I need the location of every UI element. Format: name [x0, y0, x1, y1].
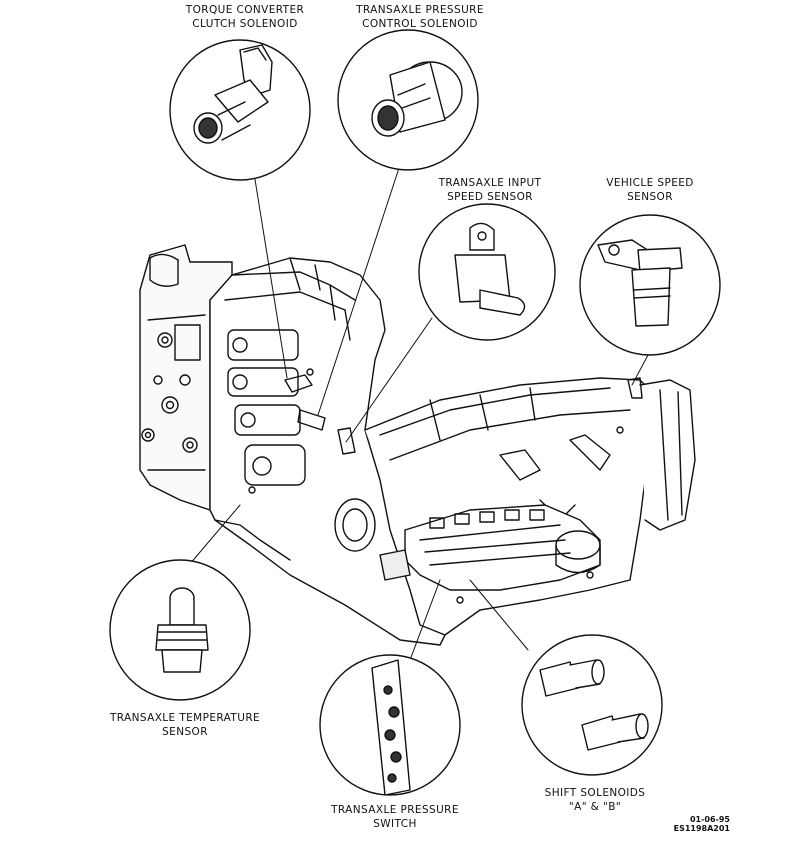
shift-solenoids-label-line2: "A" & "B" [568, 801, 622, 813]
shift-solenoid-b-icon [581, 713, 649, 751]
pressure-control-solenoid-icon [371, 61, 463, 137]
pressure-switch-label: TRANSAXLE PRESSURE SWITCH [320, 803, 470, 831]
pressure-control-solenoid-label: TRANSAXLE PRESSURE CONTROL SOLENOID [345, 3, 495, 31]
pressure-control-label-line1: TRANSAXLE PRESSURE [356, 4, 484, 16]
input-speed-sensor-icon [454, 222, 526, 316]
pressure-control-label-line2: CONTROL SOLENOID [362, 18, 478, 30]
temperature-sensor-callout [109, 559, 251, 701]
torque-converter-label-line2: CLUTCH SOLENOID [192, 18, 298, 30]
drawing-date: 01-06-95 [689, 815, 730, 824]
torque-converter-clutch-solenoid-callout [169, 39, 311, 181]
pressure-switch-callout [319, 654, 461, 796]
shift-solenoids-label: SHIFT SOLENOIDS "A" & "B" [535, 786, 655, 814]
input-speed-label-line1: TRANSAXLE INPUT [438, 177, 542, 189]
vehicle-speed-label-line2: SENSOR [627, 191, 673, 203]
shift-solenoid-a-icon [539, 659, 605, 697]
vehicle-speed-sensor-label: VEHICLE SPEED SENSOR [595, 176, 705, 204]
pressure-switch-label-line1: TRANSAXLE PRESSURE [331, 804, 459, 816]
input-speed-sensor-label: TRANSAXLE INPUT SPEED SENSOR [430, 176, 550, 204]
drawing-id: ES1198A201 [673, 824, 730, 833]
vehicle-speed-sensor-icon [597, 239, 683, 327]
torque-converter-label-line1: TORQUE CONVERTER [185, 4, 305, 16]
torque-converter-clutch-solenoid-label: TORQUE CONVERTER CLUTCH SOLENOID [170, 3, 320, 31]
pressure-switch-icon [371, 659, 411, 796]
pressure-switch-label-line2: SWITCH [373, 818, 417, 830]
shift-solenoids-label-line1: SHIFT SOLENOIDS [544, 787, 646, 799]
temperature-sensor-icon [155, 587, 209, 673]
pressure-control-solenoid-callout [337, 29, 479, 171]
input-speed-label-line2: SPEED SENSOR [447, 191, 533, 203]
vehicle-speed-label-line1: VEHICLE SPEED [606, 177, 694, 189]
drawing-code: 01-06-95 ES1198A201 [670, 815, 730, 833]
temperature-label-line1: TRANSAXLE TEMPERATURE [109, 712, 261, 724]
temperature-label-line2: SENSOR [162, 726, 208, 738]
shift-solenoids-callout [521, 634, 663, 776]
vehicle-speed-sensor-callout [579, 214, 721, 356]
torque-converter-solenoid-icon [193, 44, 273, 144]
input-speed-sensor-callout [418, 203, 556, 341]
temperature-sensor-label: TRANSAXLE TEMPERATURE SENSOR [105, 711, 265, 739]
transaxle-assembly [139, 244, 696, 646]
leader-lines [177, 164, 649, 669]
